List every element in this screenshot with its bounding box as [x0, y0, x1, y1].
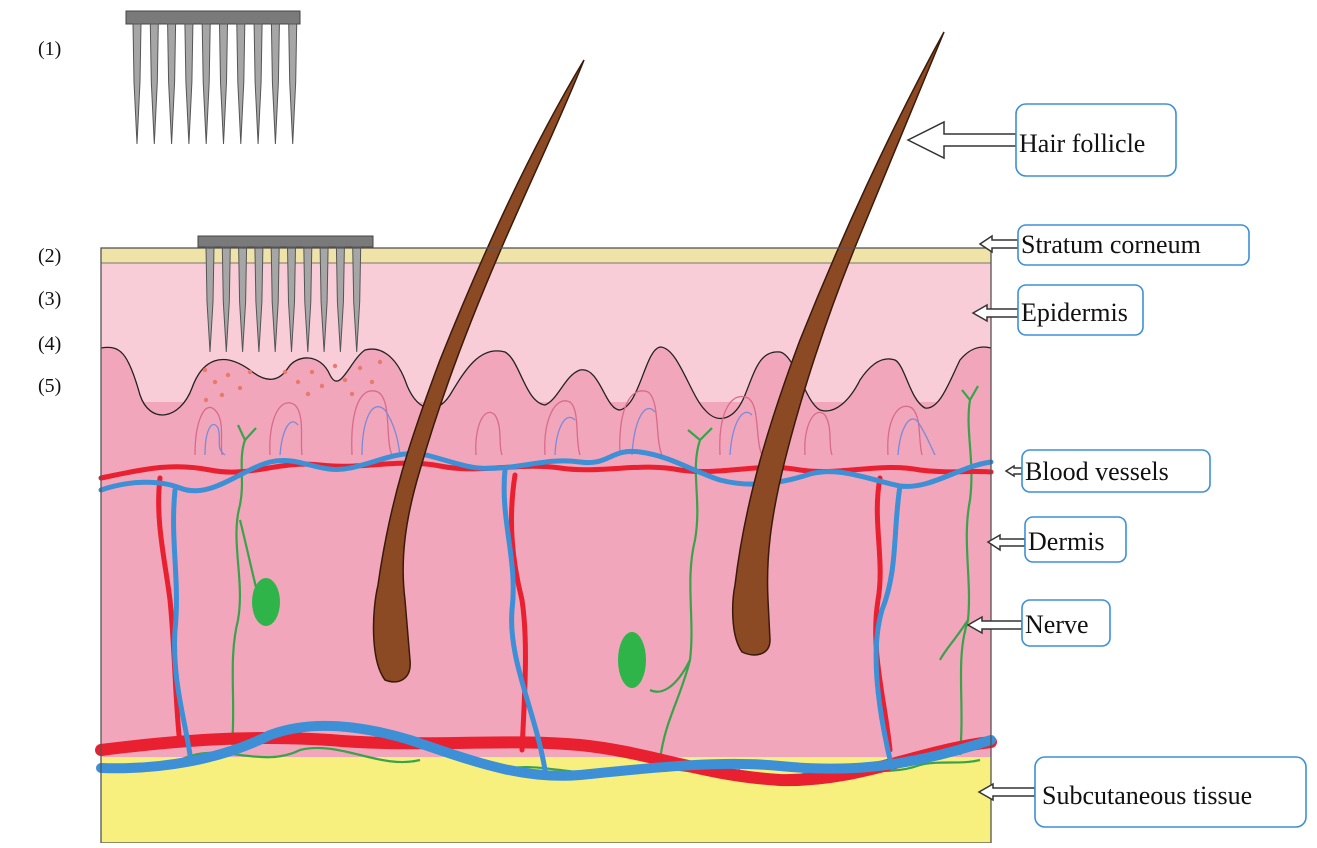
label-nerve: Nerve	[1025, 610, 1089, 639]
step-label-5: (5)	[38, 375, 61, 397]
microneedle	[168, 24, 176, 144]
label-blood-vessels: Blood vessels	[1025, 457, 1169, 486]
drug-dot	[310, 370, 314, 374]
drug-dot	[213, 380, 217, 384]
label-dermis: Dermis	[1028, 527, 1105, 556]
drug-dot	[204, 398, 208, 402]
label-hair-follicle: Hair follicle	[1019, 129, 1145, 158]
drug-dot	[343, 378, 347, 382]
microneedle-base	[198, 236, 373, 247]
drug-dot	[358, 366, 362, 370]
step-label-2: (2)	[38, 245, 61, 267]
drug-dot	[296, 380, 300, 384]
arrow-dermis	[988, 535, 1025, 550]
stratum-corneum-layer	[101, 248, 991, 263]
step-label-3: (3)	[38, 288, 61, 310]
drug-dot	[306, 392, 310, 396]
microneedle	[202, 24, 210, 144]
arrow-blood-vessels	[1006, 466, 1022, 476]
microneedle-base	[126, 11, 300, 24]
drug-dot	[283, 370, 287, 374]
step-label-1: (1)	[38, 38, 61, 60]
drug-dot	[238, 386, 242, 390]
drug-dot	[378, 360, 382, 364]
microneedle	[271, 24, 279, 144]
drug-dot	[370, 380, 374, 384]
microneedle	[150, 24, 158, 144]
drug-dot	[220, 393, 224, 397]
needle-row	[133, 24, 297, 144]
microneedle	[185, 24, 193, 144]
arrow-hair-follicle	[908, 122, 1016, 158]
arrow-subcutaneous	[979, 784, 1035, 800]
drug-dot	[350, 392, 354, 396]
microneedle	[289, 24, 297, 144]
step-labels: (1) (2) (3) (4) (5)	[38, 38, 61, 397]
label-subcutaneous-tissue: Subcutaneous tissue	[1042, 781, 1252, 810]
drug-dot	[333, 364, 337, 368]
skin-block	[101, 32, 991, 843]
label-epidermis: Epidermis	[1021, 298, 1128, 327]
nerve-receptor	[618, 632, 646, 688]
drug-dot	[248, 370, 252, 374]
microneedle	[133, 24, 141, 144]
nerve-receptor	[252, 578, 280, 626]
drug-dot	[203, 368, 207, 372]
microneedle	[220, 24, 228, 144]
drug-dot	[226, 373, 230, 377]
structure-labels: Hair follicle Stratum corneum Epidermis …	[1016, 104, 1306, 827]
label-stratum-corneum: Stratum corneum	[1021, 230, 1201, 259]
microneedle	[254, 24, 262, 144]
microneedle	[237, 24, 245, 144]
drug-dot	[320, 384, 324, 388]
microneedle-free	[126, 11, 300, 144]
step-label-4: (4)	[38, 333, 61, 355]
